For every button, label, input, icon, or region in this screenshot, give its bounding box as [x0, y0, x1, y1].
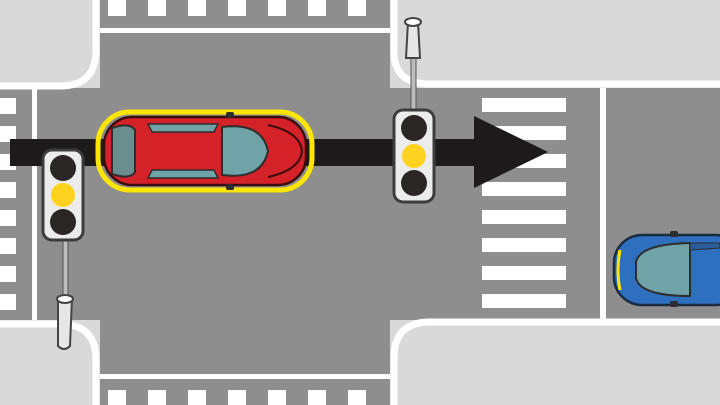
- red-car: [95, 109, 315, 193]
- signal-lamp-top: [401, 115, 427, 141]
- traffic-signal-left: [41, 148, 85, 350]
- highlight-outline: [95, 109, 315, 193]
- crosswalk-right: [482, 88, 606, 320]
- crosswalk-top: [100, 0, 390, 33]
- traffic-signal-right: [392, 17, 436, 204]
- signal-lamp-top: [50, 155, 76, 181]
- crosswalk-bottom: [100, 374, 390, 405]
- signal-lamp-yellow: [402, 144, 426, 168]
- blue-car: [612, 231, 720, 307]
- signal-lamp-yellow: [51, 183, 75, 207]
- signal-lamp-bottom: [50, 209, 76, 235]
- signal-lamp-bottom: [401, 170, 427, 196]
